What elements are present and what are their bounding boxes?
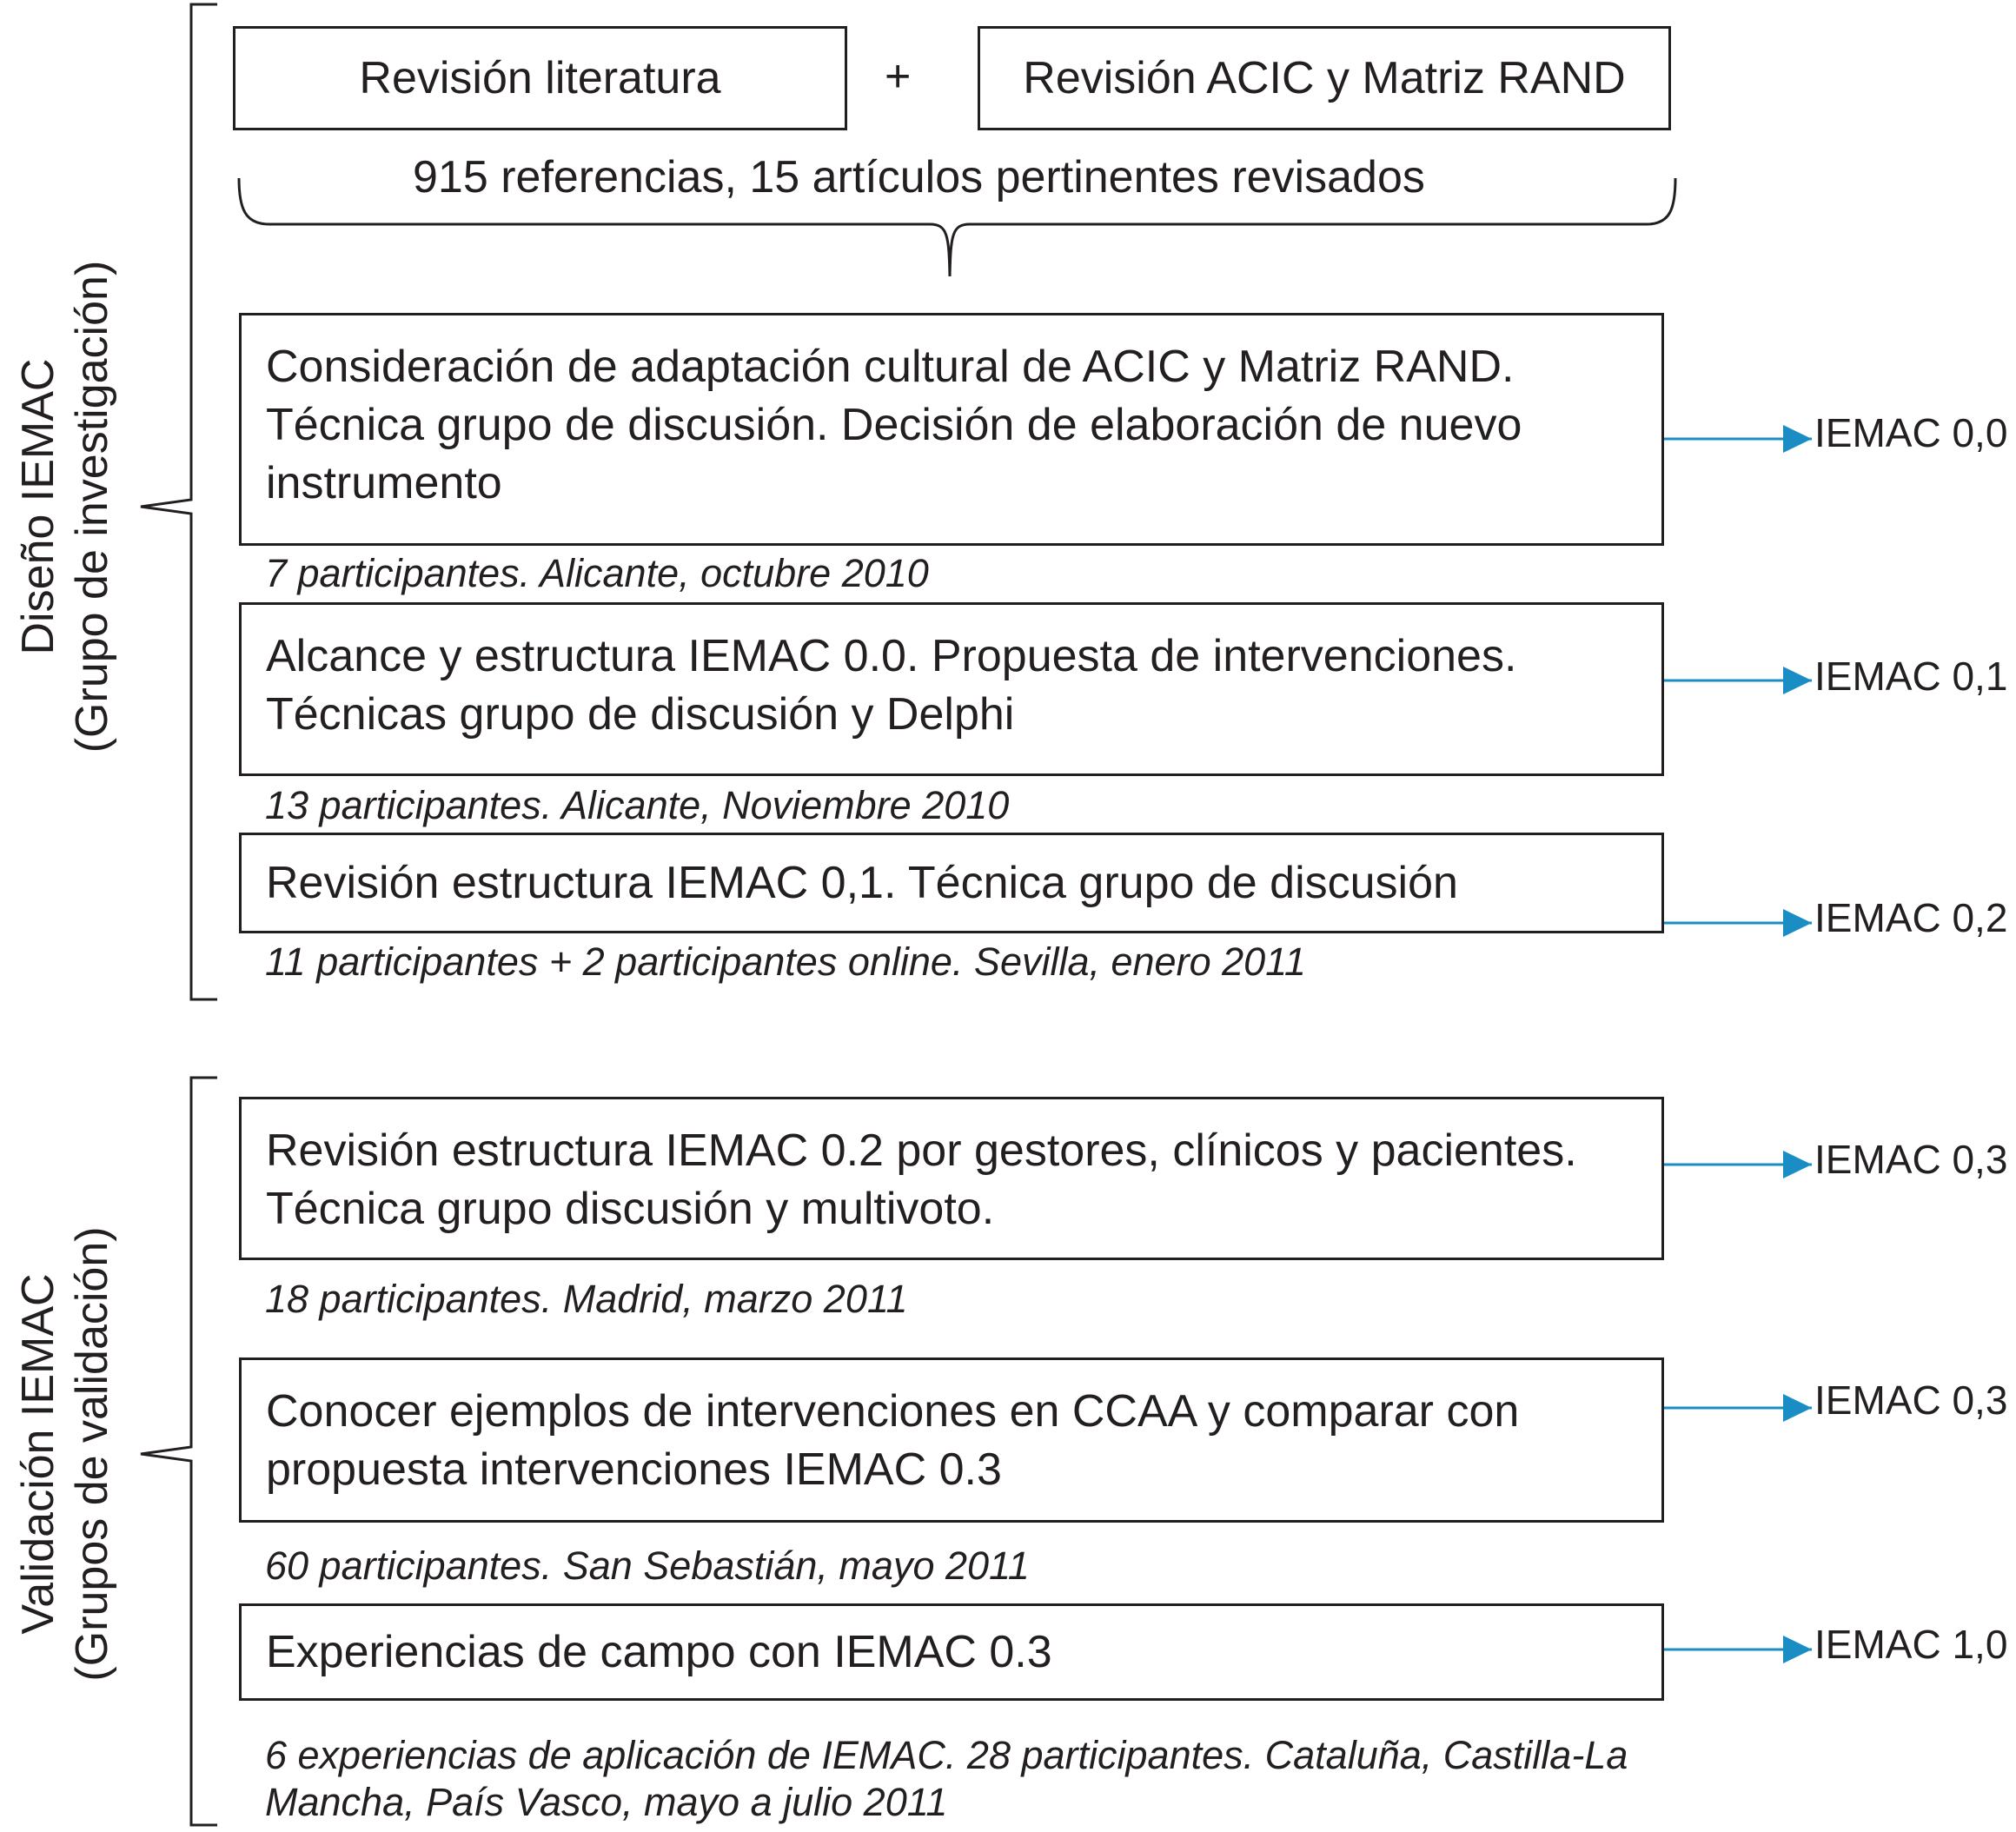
step-3-note: 11 participantes + 2 participantes onlin… bbox=[265, 939, 1306, 984]
literature-review-label: Revisión literatura bbox=[359, 52, 721, 103]
step-6-note-line-1: 6 experiencias de aplicación de IEMAC. 2… bbox=[265, 1733, 1628, 1777]
step-box-5: Conocer ejemplos de intervenciones en CC… bbox=[239, 1357, 1664, 1523]
section-label-validation: Validación IEMAC (Grupos de validación) bbox=[11, 1226, 119, 1681]
plus-sign: + bbox=[885, 51, 912, 102]
step-box-3: Revisión estructura IEMAC 0,1. Técnica g… bbox=[239, 833, 1664, 933]
step-4-line-2: Técnica grupo discusión y multivoto. bbox=[266, 1184, 995, 1234]
step-1-line-3: instrumento bbox=[266, 458, 502, 508]
step-3-line-1: Revisión estructura IEMAC 0,1. Técnica g… bbox=[266, 858, 1458, 908]
step-5-line-1: Conocer ejemplos de intervenciones en CC… bbox=[266, 1386, 1520, 1437]
step-1-line-1: Consideración de adaptación cultural de … bbox=[266, 342, 1515, 392]
step-5-note: 60 participantes. San Sebastián, mayo 20… bbox=[265, 1543, 1030, 1588]
step-box-6: Experiencias de campo con IEMAC 0.3 bbox=[239, 1603, 1664, 1701]
section-label-validation-line1: Validación IEMAC bbox=[13, 1273, 63, 1635]
step-box-4: Revisión estructura IEMAC 0.2 por gestor… bbox=[239, 1097, 1664, 1260]
step-box-2: Alcance y estructura IEMAC 0.0. Propuest… bbox=[239, 602, 1664, 776]
step-4-line-1: Revisión estructura IEMAC 0.2 por gestor… bbox=[266, 1125, 1577, 1176]
output-label-1: IEMAC 0,0 bbox=[1814, 410, 2008, 455]
step-5-line-2: propuesta intervenciones IEMAC 0.3 bbox=[266, 1444, 1002, 1495]
references-summary: 915 referencias, 15 artículos pertinente… bbox=[413, 152, 1425, 202]
step-6-line-1: Experiencias de campo con IEMAC 0.3 bbox=[266, 1627, 1052, 1677]
acic-rand-review-box: Revisión ACIC y Matriz RAND bbox=[978, 26, 1671, 130]
section-label-design-line1: Diseño IEMAC bbox=[13, 358, 63, 655]
step-1-line-2: Técnica grupo de discusión. Decisión de … bbox=[266, 400, 1522, 450]
section-label-design-line2: (Grupo de investigación) bbox=[67, 260, 117, 753]
output-label-3: IEMAC 0,2 bbox=[1814, 895, 2008, 940]
step-2-line-1: Alcance y estructura IEMAC 0.0. Propuest… bbox=[266, 631, 1517, 681]
step-1-note: 7 participantes. Alicante, octubre 2010 bbox=[265, 551, 929, 595]
output-label-2: IEMAC 0,1 bbox=[1814, 654, 2008, 699]
step-6-note-line-2: Mancha, País Vasco, mayo a julio 2011 bbox=[265, 1780, 948, 1824]
brace-design bbox=[140, 3, 217, 1001]
brace-validation bbox=[140, 1076, 217, 1827]
output-label-5: IEMAC 0,3 bbox=[1814, 1377, 2008, 1423]
step-box-1: Consideración de adaptación cultural de … bbox=[239, 313, 1664, 546]
step-2-line-2: Técnicas grupo de discusión y Delphi bbox=[266, 689, 1015, 740]
output-label-6: IEMAC 1,0 bbox=[1814, 1622, 2008, 1667]
step-6-note: 6 experiencias de aplicación de IEMAC. 2… bbox=[265, 1732, 1628, 1826]
output-label-4: IEMAC 0,3 bbox=[1814, 1137, 2008, 1182]
section-label-validation-line2: (Grupos de validación) bbox=[67, 1226, 117, 1682]
step-4-note: 18 participantes. Madrid, marzo 2011 bbox=[265, 1277, 908, 1321]
literature-review-box: Revisión literatura bbox=[233, 26, 847, 130]
brace-top bbox=[237, 177, 1677, 277]
section-label-design: Diseño IEMAC (Grupo de investigación) bbox=[11, 261, 119, 753]
step-2-note: 13 participantes. Alicante, Noviembre 20… bbox=[265, 783, 1010, 827]
acic-rand-review-label: Revisión ACIC y Matriz RAND bbox=[1023, 52, 1626, 103]
